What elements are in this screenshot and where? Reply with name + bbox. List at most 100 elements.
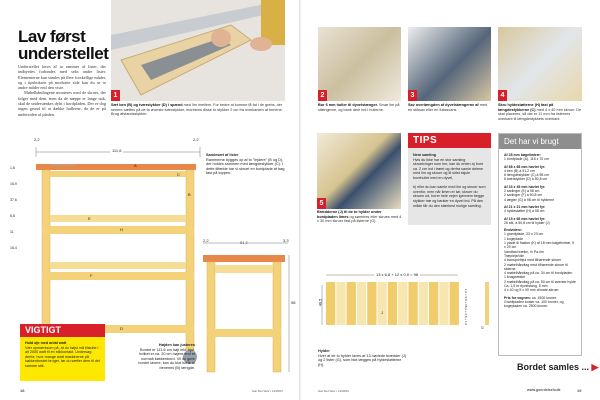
photo-4-caption: Skru hyldestøtterne (H) fast på længdest… [498,103,582,121]
page-gutter [299,0,301,400]
title-line: understellet [18,44,109,63]
materials-item: 6 længdestykker (C) à 98 cm [504,173,549,178]
dim-left: 2,2 [34,137,40,142]
shelf-slat [356,282,367,325]
shelf-slat [449,282,459,325]
materials-item: 4 ben (B) à 91,2 cm [504,168,535,173]
page-number-right: 19 [577,388,582,393]
shelf-slat [377,282,387,325]
materials-item: 6 tværstykker (D) à 50,8 cm [504,177,548,182]
hojden-title: Højden kan justeres [158,343,195,347]
shelf-slat [408,282,418,325]
step-number-badge: 4 [498,90,507,101]
materials-item: 2 sarlinger (E) à 98 cm [504,189,540,194]
hojden-text: Bordet er 111,6 cm højt inkl. hjul, hvil… [138,347,195,370]
materials-section: Af 68 x 68 mm høvlet fyr:4 ben (B) à 91,… [504,165,576,182]
footer-left: Gør Det Selv • 11/2004 [252,389,283,393]
part-label: H [120,227,123,232]
part-label: E [88,216,91,221]
shelf-slat [346,282,356,325]
shelf-side-label: G [481,326,484,330]
website-url[interactable]: www.goerdetselv.dk [527,388,561,392]
step-number-badge: 1 [111,90,120,101]
page-number-left: 18 [20,388,25,393]
materials-section: Af 21 x 21 mm høvlet fyr:4 hyldestøtter … [504,205,576,214]
hojden-box: Højden kan justeres Bordet er 111,6 cm h… [130,343,195,371]
materials-box: Det har vi brugt Af 28 mm bøgelimtræ:1 b… [498,133,582,356]
photo-step-4: 4 [498,27,582,101]
shelf-dim-width: 13 x 6,8 + 12 x 0,9 = 98 [374,272,421,277]
cart-side-diagram [203,242,290,373]
continue-link[interactable]: Bordet samles ... ▶ [517,362,599,372]
photo-step-2: 2 [318,27,401,101]
shelf-slat [439,282,449,325]
shelf-part-label: J [381,310,383,315]
step-number-badge: 3 [408,90,417,101]
intro-paragraph: Møbelhåndtagene monteres med de skruer, … [18,90,106,117]
vigtigt-title: VIGTIGT [20,324,105,337]
arrow-right-icon: ▶ [591,362,599,372]
step-number-badge: 2 [318,90,327,101]
materials-item: 26 stk. à 50,8 cm til hylder (J) [504,220,550,225]
dim-width: 111,6 [110,148,124,153]
materials-item: Vandfast trælim, fx Pa-lim [504,249,544,254]
materials-item: 1 knageække [504,275,526,280]
dim-right: 2,2 [193,137,199,142]
shelf-diagram [321,274,489,325]
materials-item: 1 kogeplade [504,236,524,241]
materials-item: 4 møbelhåndtag på ca. 34 cm til bordplad… [504,271,573,276]
shelf-slat [387,282,398,325]
materials-section-head: Af 28 mm bøgelimtræ: [504,153,541,157]
materials-item: 1 bordplade (A), 116 x 70 cm [504,157,549,162]
side-dim-height: 98 [291,300,296,305]
samlesaet-title: Samlesæt af lister [206,153,239,157]
side-dim-width: 64,5 [240,240,248,245]
materials-item: 4 transporthjul med tilhørende skruer [504,258,562,263]
photo-step-1: 1 [111,0,285,101]
clamp-photo-illustration [111,0,285,101]
part-label: D [120,326,123,331]
tips-box: TIPS Nem samling Hvis du ikke har en sto… [408,133,491,225]
materials-section-head: Endvidere: [504,228,523,233]
materials-list: Af 28 mm bøgelimtræ:1 bordplade (A), 116… [499,149,581,313]
materials-section-head: Af 68 x 68 mm høvlet fyr: [504,164,546,169]
materials-item: 2 sarlinger (F) à 50,8 cm [504,193,543,198]
footer-right: Gør Det Selv • 11/2004 [318,389,349,393]
photo-3-caption: Sav overlængden af dyvelstængerne af med… [408,103,488,112]
intro-text: Understellet laves af to rammer af liste… [18,64,106,117]
price-text: Pris for vognen: ca. 1500 kroner. Granit… [504,295,564,309]
materials-item: 4 hyldestøtter (H) à 98 cm [504,209,545,214]
shelf-slat [429,282,439,325]
materials-section-head: Af 33 x 45 mm høvlet fyr: [504,184,546,189]
photo-step-5: 5 [317,133,401,209]
shelf-slat [367,282,377,325]
part-label: A [134,163,137,168]
materials-item: 2 møbelhåndtag med tilhørende skruer til… [504,262,568,271]
materials-item: 4 lægter (G) à 98 cm til hylderne [504,197,555,202]
intro-paragraph: Understellet laves af to rammer af liste… [18,64,106,91]
materials-section-head: Af 21 x 21 mm høvlet fyr: [504,204,546,209]
materials-title: Det har vi brugt [499,134,581,149]
tips-body: Nem samling Hvis du ikke har en stor sam… [413,153,486,208]
part-label: B [188,192,191,197]
part-label: C [177,172,180,177]
materials-section: Af 33 x 45 mm høvlet fyr:2 sarlinger (E)… [504,185,576,202]
materials-item: 2 møbelhåndtag på ca. 50 cm til øverste … [504,279,576,284]
photo-step-3: 3 [408,27,491,101]
photo-2-caption: Bor 6 mm huller til dyvelstænger. Smør l… [318,103,400,112]
tips-title: TIPS [408,133,491,148]
shelf-slat [398,282,408,325]
step-number-badge: 5 [317,198,326,209]
materials-item: Ca. 1,5 m dyvelstang, 8 mm [504,284,548,289]
materials-item: 1 plade til flasker (K) af 18 mm bøgelim… [504,241,575,250]
samlesaet-text: Rammerne bygges op af to "lejdere" (B og… [206,157,285,176]
materials-section-head: Af 15 x 68 mm høvlet fyr: [504,216,546,221]
shelf-side-dims: 1,2 + 6,8 + 18,3 + 6,8 + 1,2 [464,288,469,326]
side-dim-left: 2,2 [203,238,209,243]
materials-item: 4 x 40 og 5 x 90 mm climate-skruer [504,288,559,293]
